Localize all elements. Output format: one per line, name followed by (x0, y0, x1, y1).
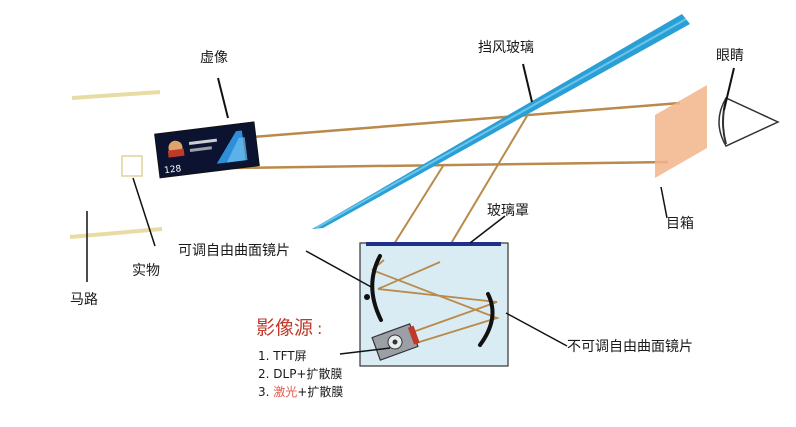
road-line-bottom (69, 227, 163, 239)
label-fixed-mirror: 不可调自由曲面镜片 (567, 339, 693, 355)
leader-line (522, 63, 533, 103)
internal-ray (377, 288, 498, 339)
leader-line (469, 215, 506, 244)
image-source-item: 2. DLP+扩散膜 (258, 366, 342, 381)
label-glass-cover: 玻璃罩 (487, 202, 529, 219)
leader-line (505, 312, 568, 347)
mirror-pivot (364, 294, 370, 300)
windshield-edge (315, 18, 687, 229)
fixed-mirror (478, 292, 495, 347)
leader-line (132, 177, 156, 247)
road-line-top (71, 90, 161, 100)
virtual-image-picture: 128 (154, 121, 260, 179)
label-eye: 眼睛 (716, 48, 744, 64)
label-real-object: 实物 (132, 263, 160, 279)
image-source-legend: 影像源: 1. TFT屏 2. DLP+扩散膜 3. 激光+扩散膜 (256, 317, 343, 399)
image-source-device (371, 323, 420, 361)
label-virtual-image: 虚像 (200, 50, 228, 66)
eyebox (655, 85, 707, 178)
internal-ray (371, 269, 500, 349)
real-object-marker (121, 155, 143, 177)
label-windshield: 挡风玻璃 (478, 39, 534, 56)
leader-line (305, 250, 374, 289)
image-source-item: 1. TFT屏 (258, 349, 307, 363)
leader-line (660, 186, 668, 219)
virtual-image-speed: 128 (164, 164, 183, 176)
eye-icon (718, 97, 780, 147)
leader-line (723, 67, 735, 111)
windshield (312, 14, 690, 229)
label-road: 马路 (70, 292, 98, 308)
internal-ray (377, 261, 441, 290)
leader-line (339, 347, 391, 355)
image-source-title: 影像源: (256, 317, 322, 339)
leader-line (217, 77, 229, 119)
label-adjustable-mirror: 可调自由曲面镜片 (178, 243, 290, 259)
light-ray (231, 160, 669, 170)
label-eyebox: 目箱 (666, 216, 694, 232)
light-ray (439, 115, 528, 263)
image-source-item: 3. 激光+扩散膜 (258, 384, 343, 399)
light-ray (239, 101, 681, 140)
